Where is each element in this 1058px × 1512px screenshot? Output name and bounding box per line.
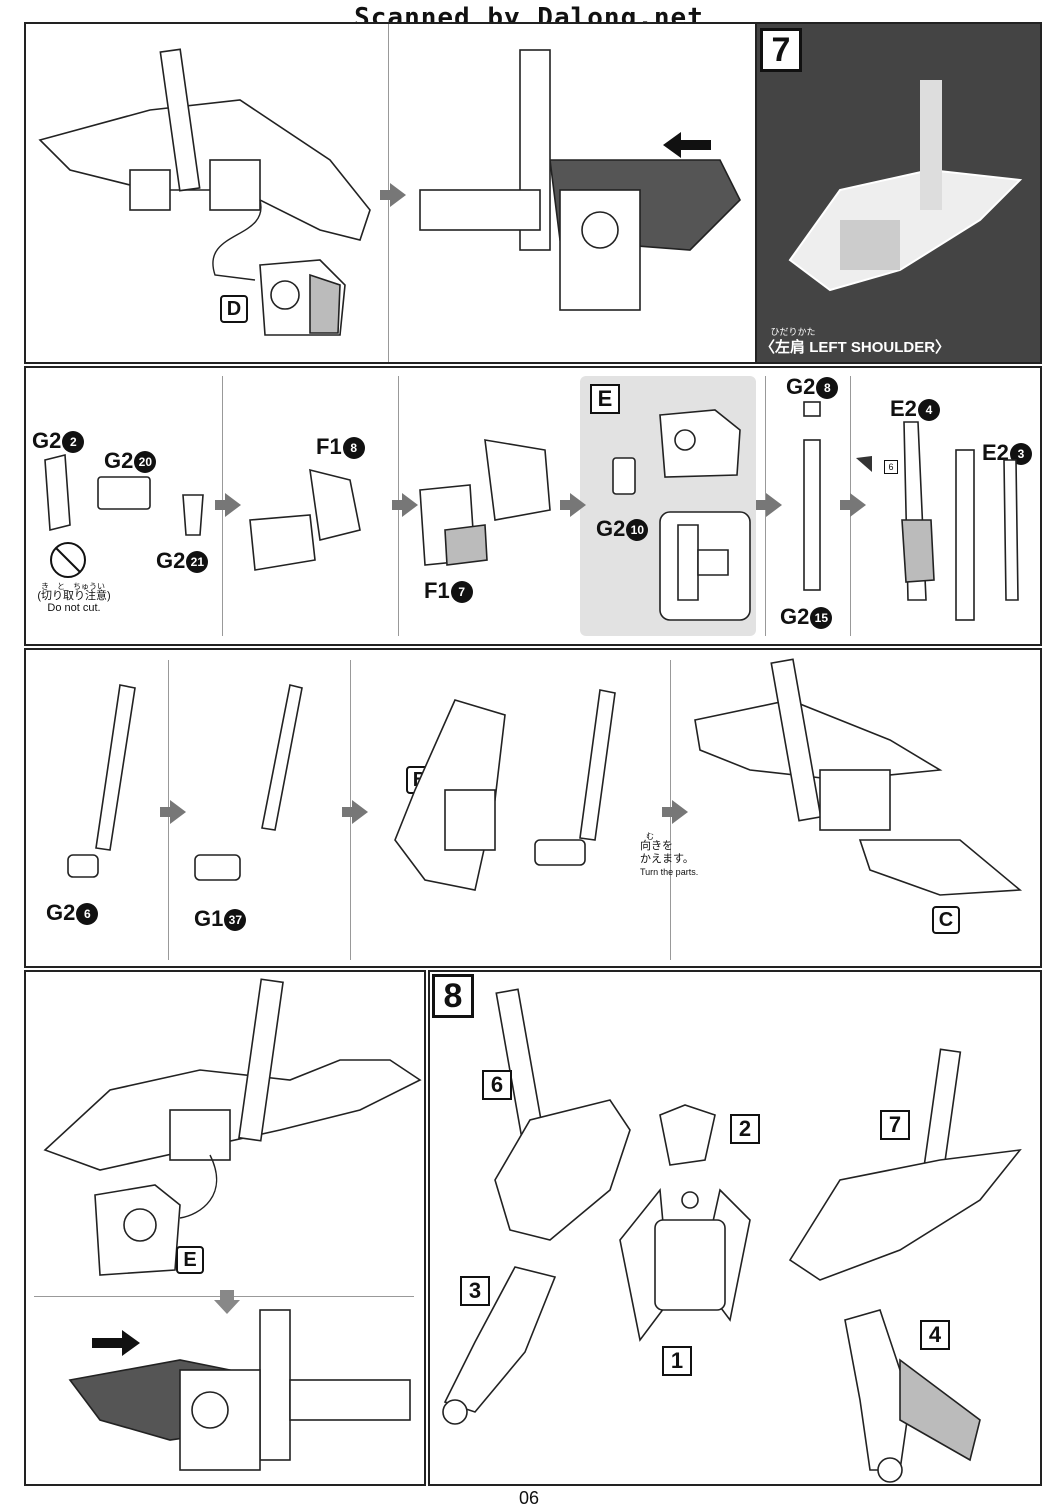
next-arrow (560, 493, 586, 517)
part-F1-7-assembly (419, 439, 551, 566)
step-number-8: 8 (432, 974, 474, 1018)
part-E-subassembly-illustration (94, 1184, 181, 1276)
turn-jp1: 向きを (640, 840, 673, 852)
callout-D: D (220, 295, 248, 323)
next-arrow (840, 493, 866, 517)
left-shoulder-6-illustration (494, 988, 631, 1241)
turn-jp2: かえます。 (640, 853, 694, 865)
label-ruby: ひだりかた (770, 327, 816, 337)
label-3: 3 (460, 1276, 490, 1306)
push-arrow-icon (663, 132, 711, 158)
part-F1-8-assembly (249, 468, 361, 571)
push-arrow-icon (92, 1330, 140, 1356)
shoulder-assembly-illustration (38, 48, 371, 281)
next-arrow (756, 493, 782, 517)
arm-4-illustration (844, 1309, 981, 1483)
part-E2-assembly (856, 421, 1019, 621)
next-arrow (160, 800, 186, 824)
callout-E: E (176, 1246, 204, 1274)
rod-with-G1-37 (194, 684, 303, 881)
step7-label: 〈左肩 LEFT SHOULDER〉 (760, 339, 951, 356)
part-G2-10-detail (659, 511, 751, 621)
turn-ruby: む (646, 832, 654, 841)
next-arrow (342, 800, 368, 824)
arm-3-illustration (442, 1266, 557, 1425)
part-B-illustration (394, 689, 616, 891)
part-G2-10 (612, 457, 636, 495)
shoulder-assembly-E-illustration (43, 978, 422, 1219)
no-cut-icon (50, 542, 86, 578)
label-4: 4 (920, 1320, 950, 1350)
rod-with-G2-6 (67, 684, 136, 878)
right-shoulder-7-illustration (788, 1048, 1022, 1281)
caution-jp: (切り取り注意) (37, 590, 111, 602)
part-C-assembly-illustration (694, 658, 1023, 896)
reference-box-6: 6 (884, 460, 898, 474)
torso-1-illustration (619, 1187, 751, 1342)
page-number: 06 (518, 1488, 540, 1508)
callout-E: E (590, 384, 620, 414)
step-number-7: 7 (760, 28, 802, 72)
part-D-illustration (259, 259, 346, 336)
label-1: 1 (662, 1346, 692, 1376)
divider (755, 24, 757, 362)
shoulder-assembled-side-illustration (68, 1309, 411, 1471)
label-7: 7 (880, 1110, 910, 1140)
part-G2-2 (44, 453, 71, 532)
part-E-block (659, 409, 741, 478)
caution-en: Do not cut. (47, 602, 101, 614)
part-G2-21 (182, 494, 204, 536)
head-2-illustration (659, 1104, 716, 1166)
label-6: 6 (482, 1070, 512, 1100)
label-2: 2 (730, 1114, 760, 1144)
part-G2-20 (97, 476, 151, 510)
left-shoulder-photo-illustration (788, 80, 1023, 292)
part-G2-15-rod (803, 401, 821, 591)
down-arrow-icon (214, 1290, 240, 1314)
caution-ruby: き と ちゅうい (41, 582, 105, 591)
next-arrow (662, 800, 688, 824)
turn-en: Turn the parts. (640, 867, 699, 877)
next-arrow (215, 493, 241, 517)
shoulder-assembled-side-illustration (419, 49, 741, 311)
next-arrow (392, 493, 418, 517)
next-arrow (380, 183, 406, 207)
callout-C: C (932, 906, 960, 934)
